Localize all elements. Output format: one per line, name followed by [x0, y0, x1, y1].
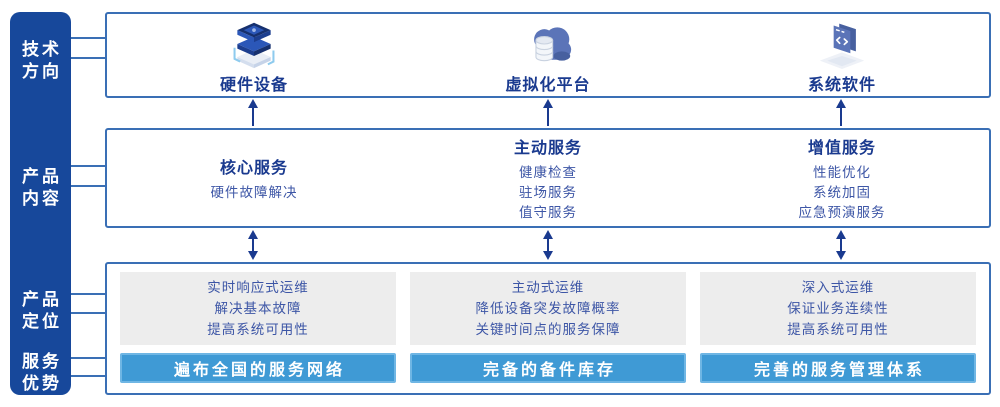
service-column-core: 核心服务 硬件故障解决 [107, 130, 401, 226]
service-item: 硬件故障解决 [210, 184, 298, 200]
service-item: 健康检查 [519, 164, 577, 180]
advantage-bar: 完善的服务管理体系 [700, 353, 976, 383]
service-title: 增值服务 [807, 139, 876, 157]
service-item: 驻场服务 [519, 184, 577, 200]
tech-item-system-software: 系统软件 [695, 14, 989, 96]
service-item: 值守服务 [519, 204, 577, 220]
tech-item-label: 硬件设备 [219, 76, 288, 94]
tech-item-virtualization: 虚拟化平台 [401, 14, 695, 96]
advantage-bar: 遍布全国的服务网络 [120, 353, 396, 383]
double-arrow [542, 230, 554, 260]
cloud-database-icon [519, 18, 577, 70]
sidebar-label-line: 产品 [22, 167, 62, 186]
connector-line [71, 293, 105, 295]
advantage-bar: 完备的备件库存 [410, 353, 686, 383]
code-window-icon [813, 18, 871, 70]
connector-line [71, 57, 105, 59]
service-title: 核心服务 [219, 159, 288, 177]
up-arrow [542, 99, 554, 127]
positioning-line: 关键时间点的服务保障 [475, 322, 621, 337]
connector-line [71, 312, 105, 314]
double-arrow [835, 230, 847, 260]
category-sidebar: 技术 方向 产品 内容 产品 定位 服务 优势 [10, 12, 71, 395]
connector-line [71, 37, 105, 39]
sidebar-label-tech-direction: 技术 方向 [10, 39, 71, 83]
positioning-panel: 主动式运维 降低设备突发故障概率 关键时间点的服务保障 [410, 272, 686, 345]
product-content-box: 核心服务 硬件故障解决 主动服务 健康检查 驻场服务 值守服务 增值服务 性能优… [105, 128, 991, 228]
server-stack-icon [225, 18, 283, 70]
up-arrow [835, 99, 847, 127]
positioning-line: 主动式运维 [511, 280, 585, 295]
sidebar-label-line: 技术 [22, 40, 62, 59]
service-item: 应急预演服务 [798, 204, 886, 220]
positioning-line: 保证业务连续性 [787, 301, 889, 316]
positioning-line: 提高系统可用性 [207, 322, 309, 337]
positioning-line: 实时响应式运维 [207, 280, 309, 295]
positioning-line: 深入式运维 [801, 280, 875, 295]
up-arrow [247, 99, 259, 127]
tech-item-label: 虚拟化平台 [505, 76, 591, 94]
connector-line [71, 185, 105, 187]
positioning-line: 解决基本故障 [214, 301, 302, 316]
positioning-line: 提高系统可用性 [787, 322, 889, 337]
service-item: 系统加固 [813, 184, 871, 200]
positioning-panel: 实时响应式运维 解决基本故障 提高系统可用性 [120, 272, 396, 345]
positioning-panel: 深入式运维 保证业务连续性 提高系统可用性 [700, 272, 976, 345]
service-item: 性能优化 [813, 164, 871, 180]
positioning-line: 降低设备突发故障概率 [475, 301, 621, 316]
service-column-value-added: 增值服务 性能优化 系统加固 应急预演服务 [695, 130, 989, 226]
tech-item-hardware: 硬件设备 [107, 14, 401, 96]
sidebar-label-line: 方向 [22, 62, 62, 81]
sidebar-label-product-content: 产品 内容 [10, 166, 71, 210]
sidebar-label-line: 产品 [22, 290, 62, 309]
tech-item-label: 系统软件 [807, 76, 876, 94]
positioning-advantage-box: 实时响应式运维 解决基本故障 提高系统可用性 遍布全国的服务网络 主动式运维 降… [105, 262, 991, 395]
positioning-column-realtime: 实时响应式运维 解决基本故障 提高系统可用性 遍布全国的服务网络 [120, 272, 396, 383]
service-column-proactive: 主动服务 健康检查 驻场服务 值守服务 [401, 130, 695, 226]
connector-line [71, 375, 105, 377]
service-title: 主动服务 [513, 139, 582, 157]
sidebar-label-line: 内容 [22, 189, 62, 208]
tech-direction-box: 硬件设备 虚拟化平台 [105, 12, 991, 98]
double-arrow [247, 230, 259, 260]
sidebar-label-line: 定位 [22, 312, 62, 331]
sidebar-label-product-positioning: 产品 定位 [10, 289, 71, 333]
positioning-column-proactive: 主动式运维 降低设备突发故障概率 关键时间点的服务保障 完备的备件库存 [410, 272, 686, 383]
sidebar-label-line: 优势 [22, 374, 62, 393]
sidebar-label-line: 服务 [22, 352, 62, 371]
sidebar-label-service-advantage: 服务 优势 [10, 351, 71, 395]
connector-line [71, 357, 105, 359]
connector-line [71, 165, 105, 167]
positioning-column-deep: 深入式运维 保证业务连续性 提高系统可用性 完善的服务管理体系 [700, 272, 976, 383]
